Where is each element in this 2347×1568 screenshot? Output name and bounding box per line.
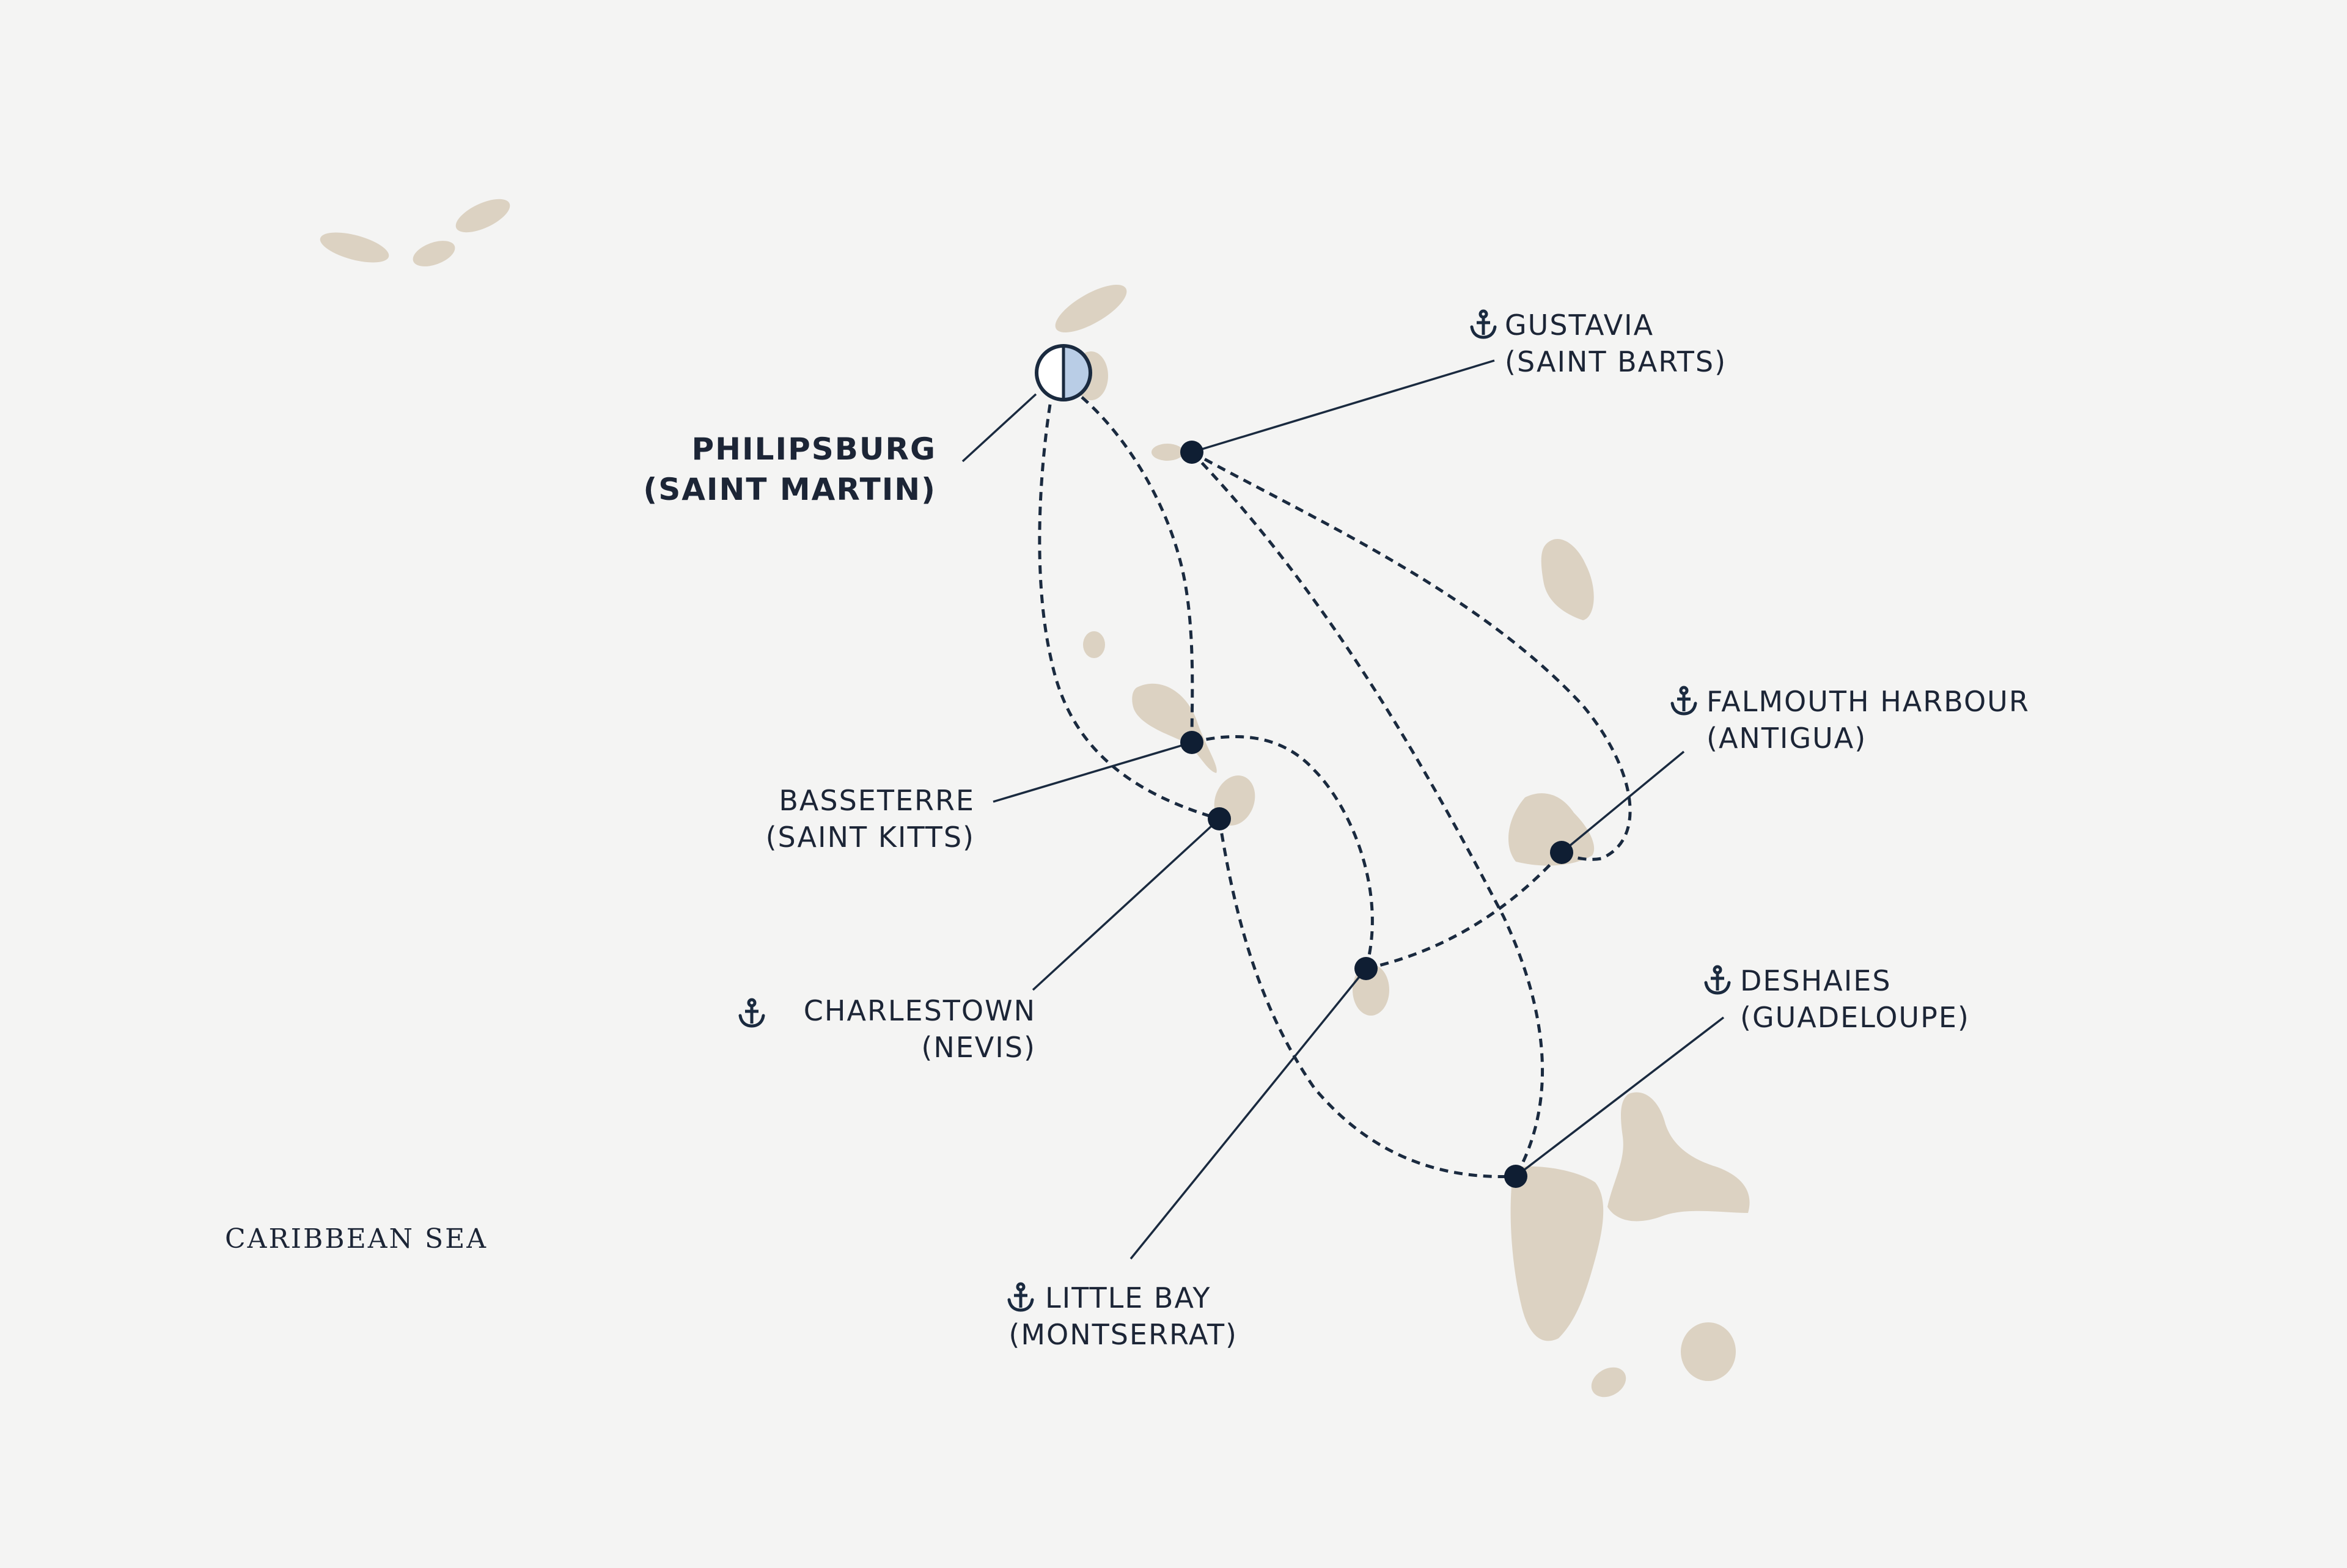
island-les-saintes — [1591, 1367, 1626, 1398]
port-name-deshaies: DESHAIES — [1740, 964, 1892, 997]
leader-littlebay — [1129, 967, 1367, 1260]
island-saint-barts — [1151, 444, 1183, 461]
port-dot-falmouth[interactable] — [1550, 841, 1573, 864]
port-dot-charlestown[interactable] — [1208, 807, 1231, 830]
route-philipsburg-basseterre — [1081, 396, 1194, 743]
route-littlebay-falmouth — [1365, 851, 1563, 970]
port-country-littlebay: (MONTSERRAT) — [1008, 1318, 1238, 1351]
anchor-icon — [1672, 687, 1695, 714]
leader-basseterre — [993, 741, 1192, 803]
island-nw-1 — [320, 232, 389, 263]
island-basse-terre — [1510, 1166, 1604, 1341]
island-saba — [1083, 631, 1105, 658]
port-dot-gustavia[interactable] — [1180, 441, 1203, 464]
route-gustavia-deshaies — [1191, 451, 1544, 1178]
sea-label: CARIBBEAN SEA — [225, 1223, 488, 1255]
leader-falmouth — [1560, 750, 1685, 854]
start-port-icon[interactable] — [1035, 342, 1094, 403]
port-country-philipsburg: (SAINT MARTIN) — [643, 472, 936, 507]
route-gustavia-falmouth — [1191, 450, 1632, 861]
port-name-littlebay: LITTLE BAY — [1045, 1281, 1211, 1314]
port-country-deshaies: (GUADELOUPE) — [1740, 1001, 1970, 1034]
port-name-basseterre: BASSETERRE — [779, 784, 975, 817]
island-anguilla — [1055, 285, 1127, 332]
island-nw-2 — [413, 241, 455, 266]
port-country-basseterre: (SAINT KITTS) — [766, 821, 975, 854]
port-country-falmouth: (ANTIGUA) — [1706, 722, 1867, 755]
anchor-icon — [740, 1000, 763, 1026]
port-name-gustavia: GUSTAVIA — [1505, 309, 1654, 342]
island-antigua — [1508, 793, 1595, 866]
island-saint-kitts — [1132, 683, 1217, 773]
island-barbuda — [1541, 539, 1594, 620]
anchor-icon — [1472, 311, 1495, 337]
leader-philipsburg — [961, 393, 1037, 463]
leader-gustavia — [1191, 359, 1495, 453]
port-labels: PHILIPSBURG (SAINT MARTIN) GUSTAVIA (SAI… — [225, 309, 2030, 1351]
port-country-gustavia: (SAINT BARTS) — [1505, 345, 1727, 378]
port-name-falmouth: FALMOUTH HARBOUR — [1706, 685, 2030, 718]
route-charlestown-deshaies — [1218, 818, 1516, 1178]
port-name-philipsburg: PHILIPSBURG — [692, 431, 936, 467]
route-basseterre-littlebay — [1191, 735, 1374, 969]
cruise-route — [1038, 396, 1632, 1178]
island-grande-terre — [1607, 1092, 1750, 1222]
anchor-icon — [1706, 967, 1729, 993]
port-dot-deshaies[interactable] — [1504, 1165, 1527, 1188]
island-nw-3 — [455, 199, 510, 233]
port-dot-basseterre[interactable] — [1180, 731, 1203, 754]
route-philipsburg-charlestown — [1038, 404, 1220, 821]
port-markers — [1180, 441, 1573, 1188]
leader-lines — [961, 359, 1725, 1260]
leader-charlestown — [1032, 818, 1221, 991]
port-dot-littlebay[interactable] — [1354, 957, 1378, 980]
anchor-icon — [1009, 1284, 1032, 1310]
port-country-charlestown: (NEVIS) — [921, 1031, 1036, 1064]
port-name-charlestown: CHARLESTOWN — [804, 994, 1036, 1027]
island-marie-galante — [1681, 1322, 1736, 1381]
leader-deshaies — [1515, 1016, 1725, 1178]
